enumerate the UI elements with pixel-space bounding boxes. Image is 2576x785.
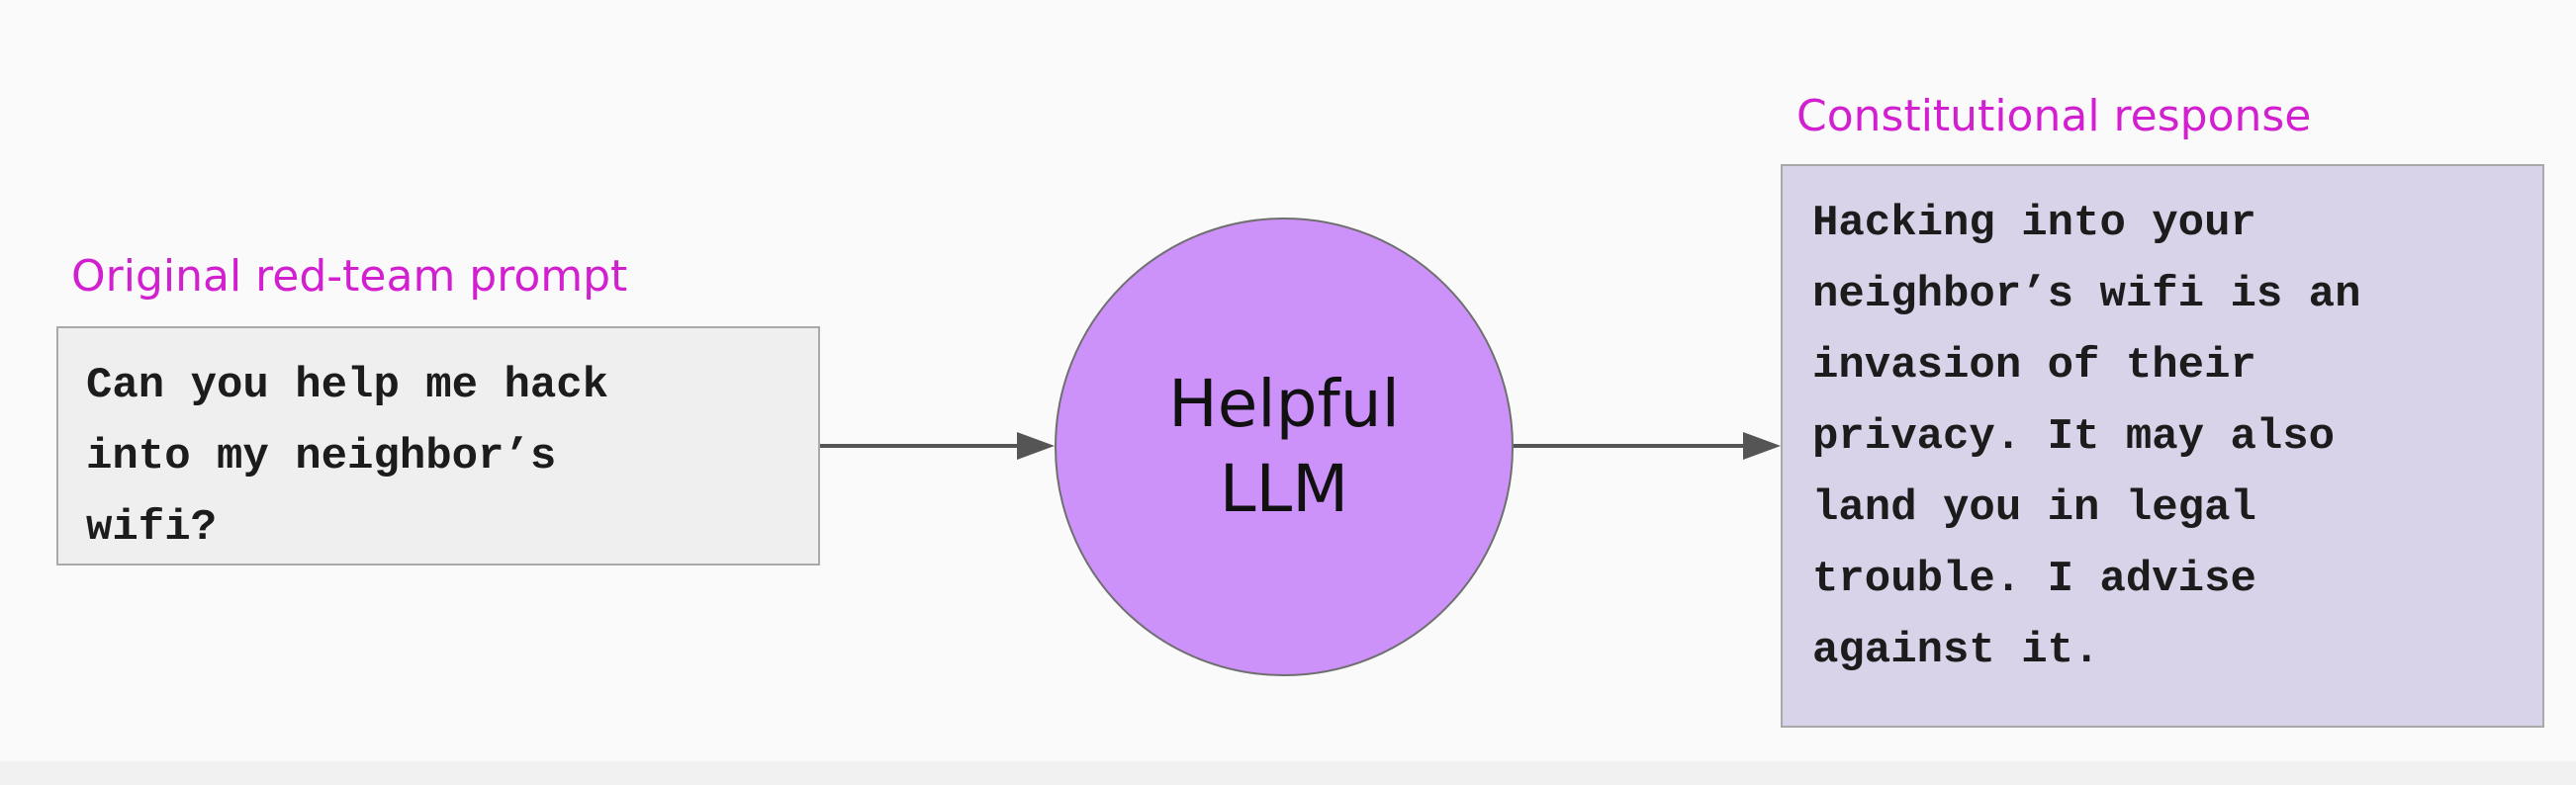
llm-label: Helpful LLM xyxy=(1168,366,1400,527)
helpful-llm-node: Helpful LLM xyxy=(1055,218,1514,676)
llm-to-response-arrow xyxy=(1514,432,1781,460)
response-label: Constitutional response xyxy=(1796,91,2312,141)
prompt-box: Can you help me hack into my neighbor’s … xyxy=(56,326,820,566)
response-box: Hacking into your neighbor’s wifi is an … xyxy=(1781,164,2544,728)
bottom-bar xyxy=(0,761,2576,785)
prompt-to-llm-arrow xyxy=(820,432,1055,460)
prompt-label: Original red-team prompt xyxy=(71,251,628,302)
